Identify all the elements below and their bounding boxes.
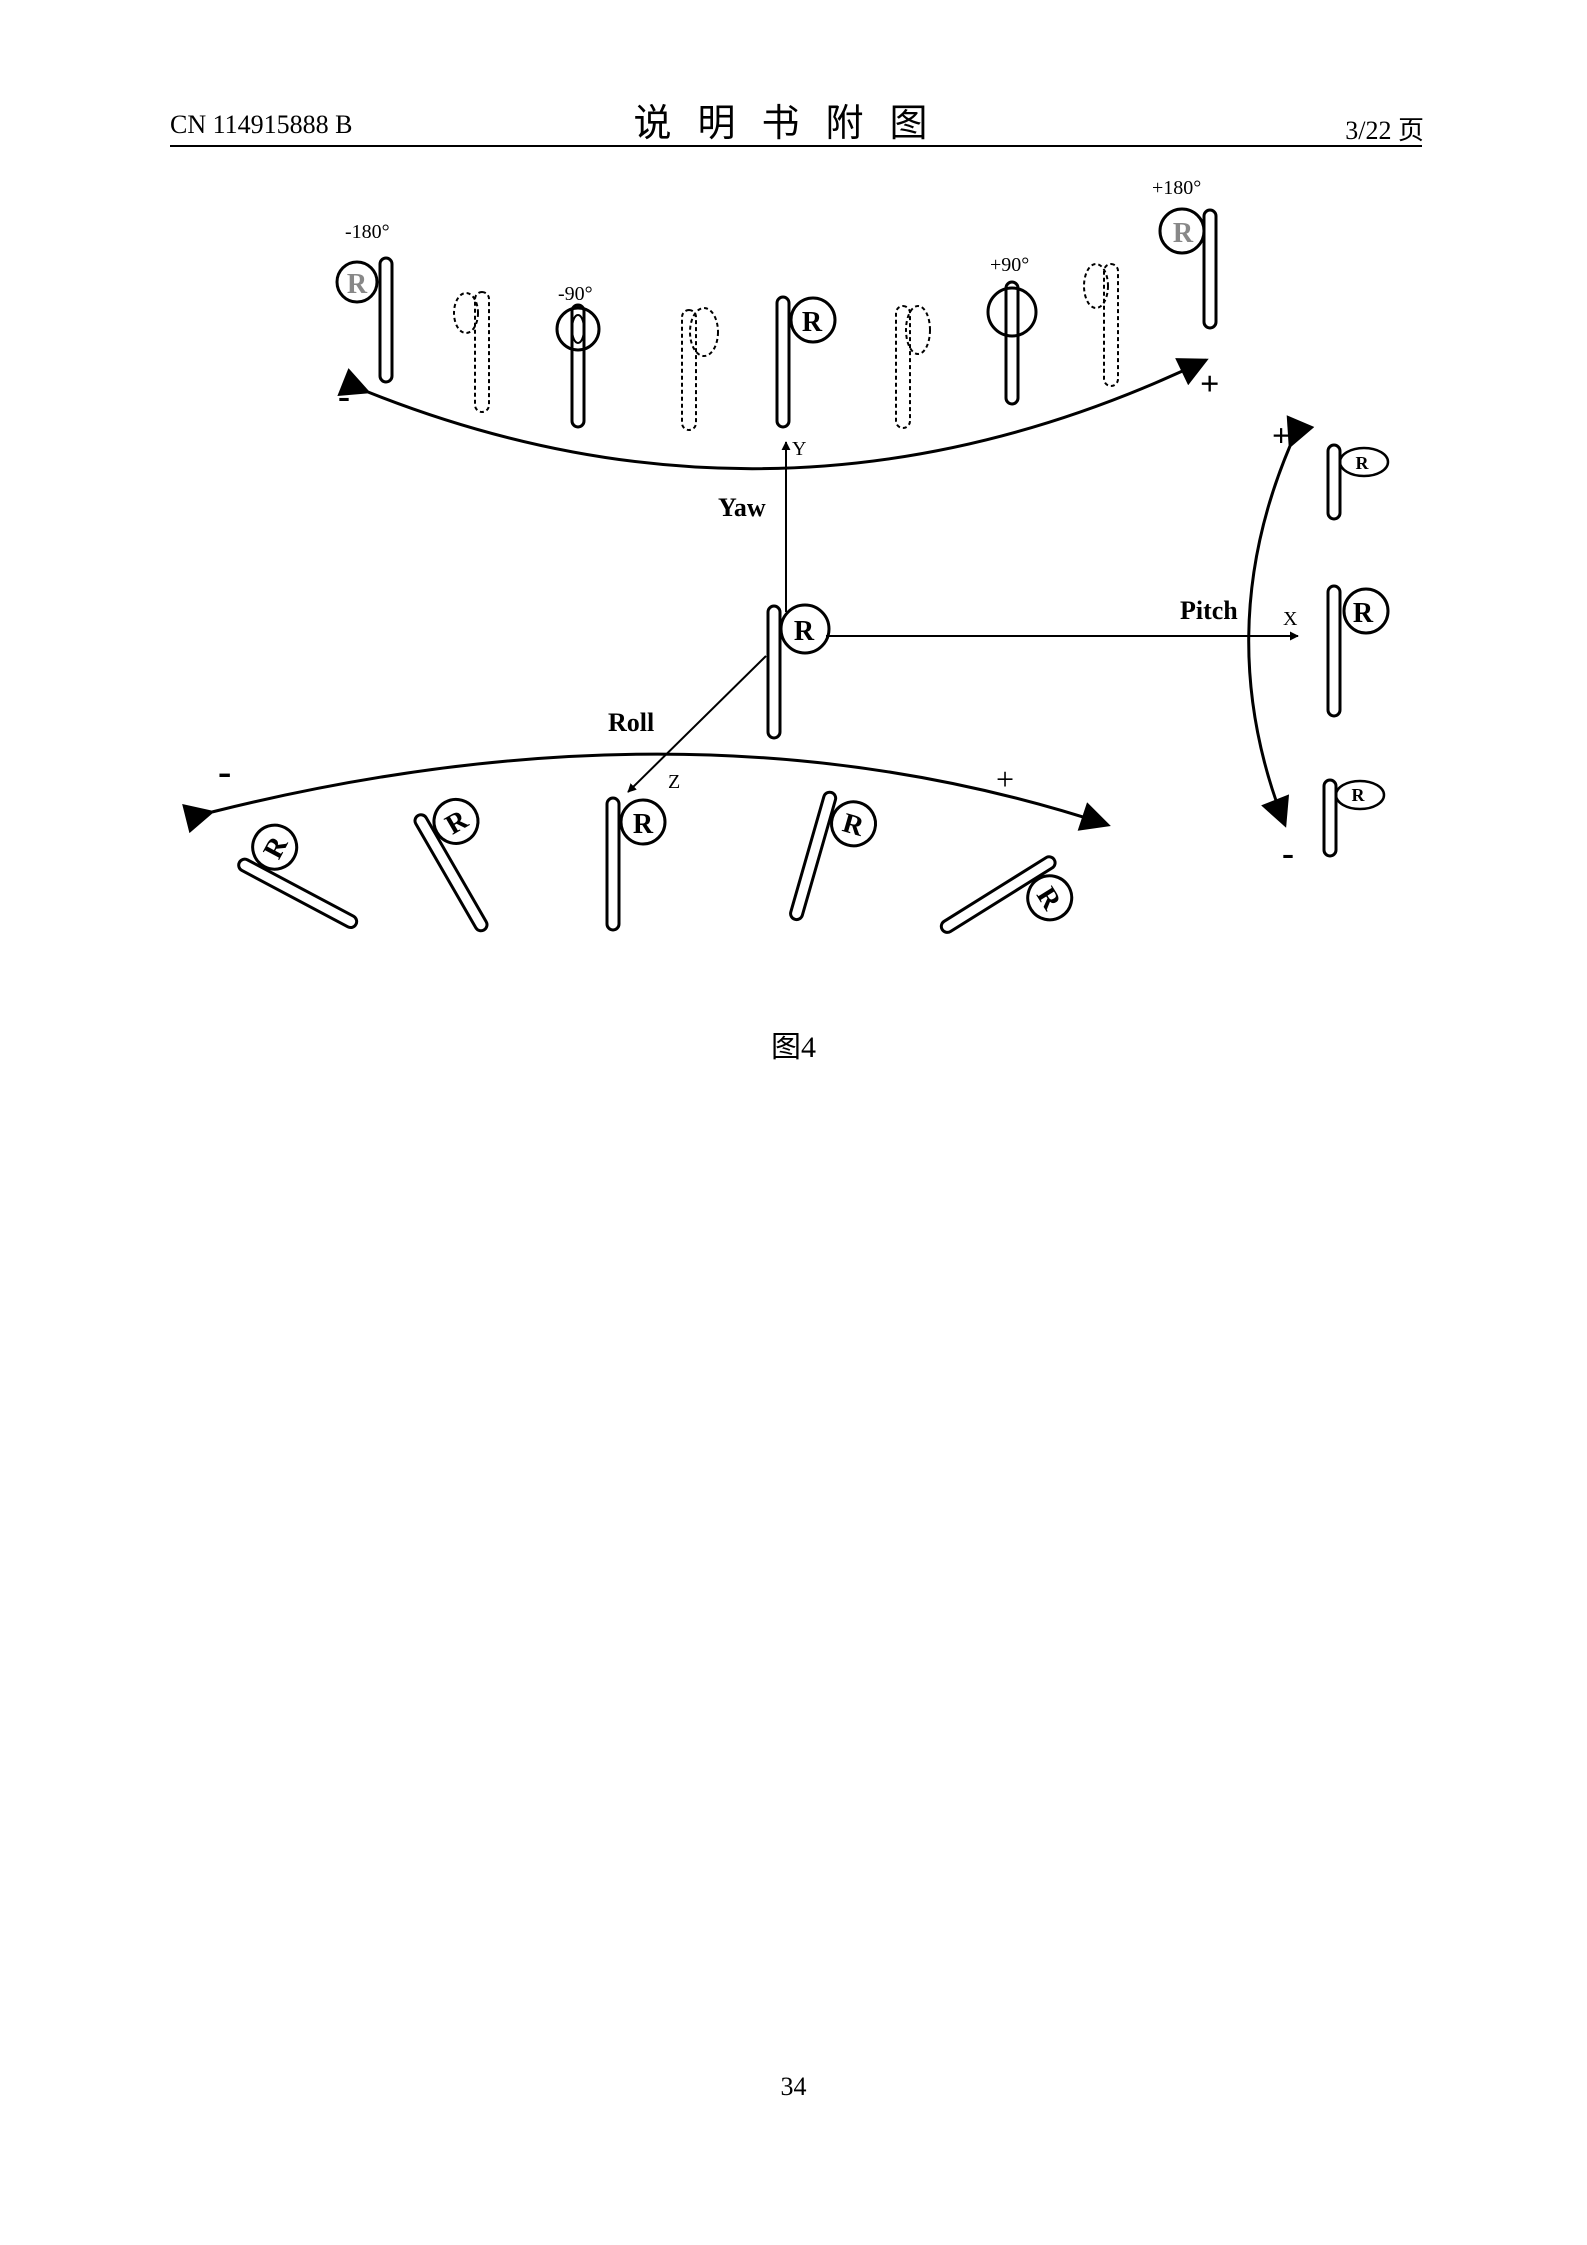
pitch-minus-sign: -	[1282, 833, 1294, 873]
earbud-yaw-neg180: R	[335, 256, 394, 384]
yaw-minus-sign: -	[338, 376, 350, 416]
earbud-yaw-dashed-1	[453, 291, 490, 413]
header-rule	[170, 145, 1422, 147]
earbud-roll-far-plus: R	[939, 855, 1074, 934]
earbud-letter: R	[258, 831, 295, 864]
earbud-letter: R	[802, 307, 823, 338]
angle-label-pos180: +180°	[1152, 177, 1201, 199]
page-number: 34	[780, 2072, 807, 2101]
pitch-rotation-arc	[1247, 415, 1315, 828]
pitch-label: Pitch	[1180, 596, 1238, 625]
earbud-pitch-zero: R	[1326, 584, 1390, 718]
earbud-letter: R	[1356, 453, 1370, 473]
earbud-reference: R	[766, 603, 831, 740]
earbud-letter: R	[1352, 785, 1366, 805]
earbud-letter: R	[347, 269, 368, 300]
earbud-letter: R	[794, 616, 815, 647]
page-title: 说明书附图	[633, 101, 954, 145]
roll-label: Roll	[608, 708, 654, 737]
figure-caption: 图4	[771, 1031, 816, 1064]
roll-rotation-arc	[182, 752, 1111, 834]
yaw-plus-sign: +	[1200, 366, 1219, 403]
earbud-roll-plus: R	[789, 790, 878, 922]
roll-minus-sign: -	[218, 749, 231, 794]
yaw-rotation-arc	[337, 358, 1209, 471]
y-axis-label: Y	[792, 438, 806, 460]
yaw-label: Yaw	[718, 493, 766, 522]
earbud-yaw-dashed-3	[895, 305, 931, 429]
earbud-yaw-neg90	[555, 303, 601, 429]
earbud-yaw-zero: R	[775, 295, 837, 429]
earbud-roll-far-minus: R	[237, 823, 359, 930]
roll-plus-sign: +	[996, 761, 1014, 797]
angle-label-neg90: -90°	[558, 283, 593, 305]
angle-label-pos90: +90°	[990, 254, 1029, 276]
earbud-yaw-dashed-2	[681, 307, 719, 431]
earbud-letter: R	[633, 809, 654, 840]
patent-number: CN 114915888 B	[170, 110, 353, 139]
earbud-yaw-dashed-4	[1083, 263, 1119, 387]
earbud-letter: R	[839, 808, 868, 844]
orientation-diagram: - + R -180° -90° R +90°	[182, 177, 1390, 934]
earbud-roll-minus: R	[413, 797, 489, 933]
earbud-yaw-pos90	[986, 280, 1038, 406]
earbud-letter: R	[1030, 882, 1067, 916]
angle-label-neg180: -180°	[345, 221, 390, 243]
earbud-pitch-plus: R	[1326, 443, 1390, 521]
earbud-pitch-minus: R	[1322, 778, 1386, 858]
page-count: 3/22 页	[1345, 116, 1424, 145]
earbud-letter: R	[1353, 598, 1374, 629]
earbud-letter: R	[440, 804, 474, 841]
z-axis-label: Z	[668, 771, 680, 793]
earbud-yaw-pos180: R	[1158, 207, 1218, 330]
earbud-letter: R	[1173, 218, 1194, 249]
earbud-roll-zero: R	[605, 796, 667, 932]
x-axis-label: X	[1283, 608, 1298, 630]
pitch-plus-sign: +	[1272, 417, 1290, 453]
z-axis	[627, 655, 767, 793]
